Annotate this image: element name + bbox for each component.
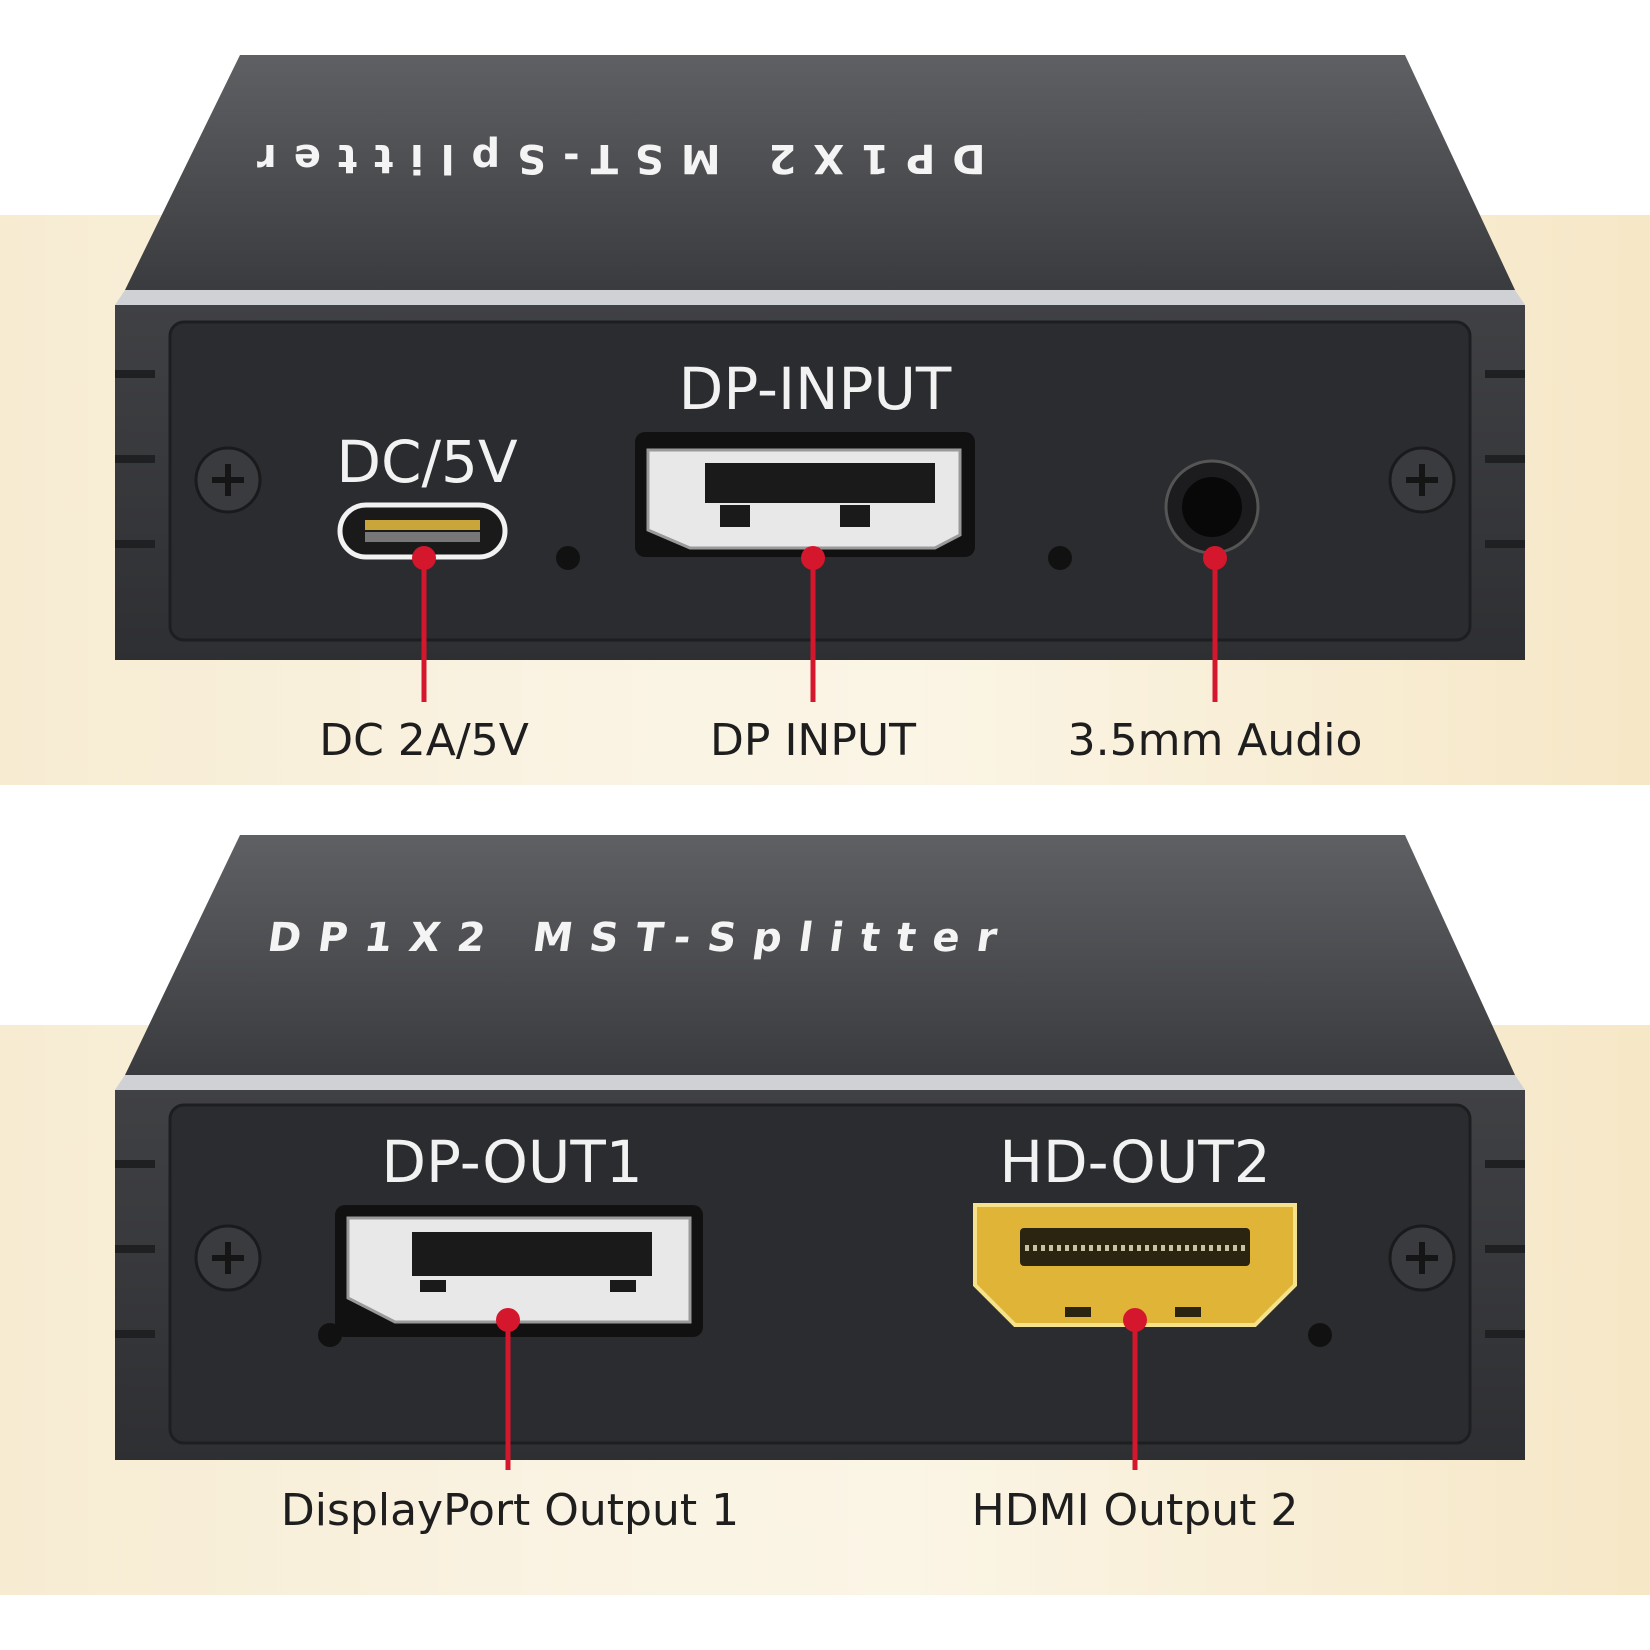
device-top-surface	[125, 55, 1515, 290]
dp-input-callout-label: DP INPUT	[710, 715, 916, 766]
hd-out-port-title: HD-OUT2	[999, 1128, 1271, 1196]
hdmi-output-port-icon	[973, 1203, 1297, 1327]
callout-dots	[496, 1308, 1147, 1332]
device-top-surface	[125, 835, 1515, 1075]
displayport-output-port-icon	[335, 1205, 703, 1337]
screw-icon	[194, 1224, 262, 1292]
screw-icon	[1388, 1224, 1456, 1292]
indicator-hole	[1048, 546, 1072, 570]
device-edge-highlight	[115, 290, 1525, 305]
audio-jack-icon	[1164, 459, 1260, 555]
audio-callout-label: 3.5mm Audio	[1067, 715, 1363, 766]
device-brand-text: DP1X2 MST-Splitter	[240, 135, 986, 181]
screw-icon	[194, 446, 262, 514]
splitter-input-side	[115, 55, 1525, 702]
dp-out-port-title: DP-OUT1	[381, 1128, 643, 1196]
hd-out-callout-label: HDMI Output 2	[971, 1485, 1299, 1536]
cooling-fins	[115, 1160, 1525, 1338]
dp-out-callout-label: DisplayPort Output 1	[280, 1485, 740, 1536]
device-brand-text: DP1X2 MST-Splitter	[264, 915, 1017, 961]
callout-lines	[505, 1320, 1138, 1470]
screw-icon	[1388, 446, 1456, 514]
displayport-input-port-icon	[635, 432, 975, 557]
indicator-hole	[556, 546, 580, 570]
dc-port-title: DC/5V	[336, 428, 518, 496]
callout-lines	[421, 558, 1218, 702]
cooling-fins	[115, 370, 1525, 548]
splitter-output-side	[115, 835, 1525, 1470]
callout-dots	[412, 546, 1227, 570]
indicator-hole	[1308, 1323, 1332, 1347]
device-edge-highlight	[115, 1075, 1525, 1090]
dp-input-port-title: DP-INPUT	[678, 355, 952, 423]
port-panel	[168, 1103, 1472, 1445]
dc-callout-label: DC 2A/5V	[319, 715, 529, 766]
